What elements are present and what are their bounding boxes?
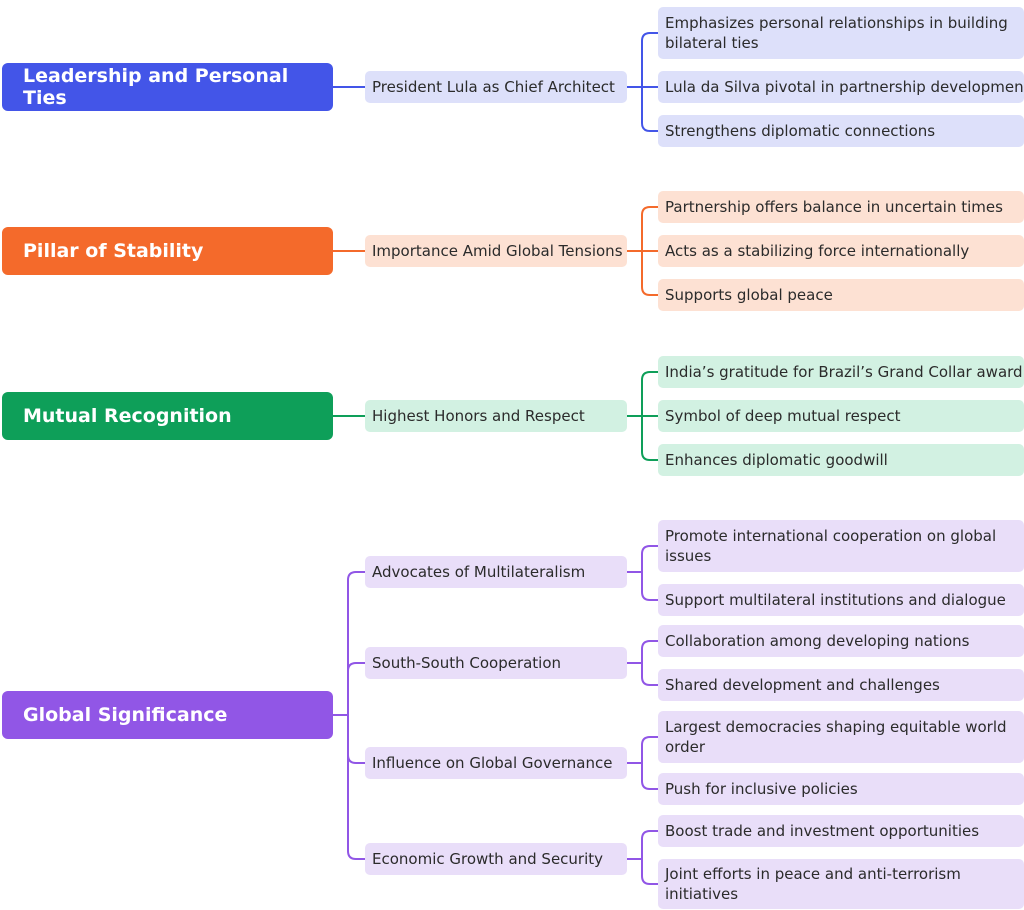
topic-node-global-tensions[interactable]: Importance Amid Global Tensions (365, 235, 627, 267)
leaf-node-multilateral-institutions[interactable]: Support multilateral institutions and di… (658, 584, 1024, 616)
leaf-node-equitable-order[interactable]: Largest democracies shaping equitable wo… (658, 711, 1024, 763)
connector-root-global-link-3 (347, 715, 365, 860)
connector-global-tensions-link-0 (641, 206, 658, 251)
leaf-node-mutual-respect[interactable]: Symbol of deep mutual respect (658, 400, 1024, 432)
connector-economic-link-1 (641, 859, 658, 885)
leaf-node-goodwill[interactable]: Enhances diplomatic goodwill (658, 444, 1024, 476)
leaf-node-global-peace[interactable]: Supports global peace (658, 279, 1024, 311)
leaf-node-grand-collar[interactable]: India’s gratitude for Brazil’s Grand Col… (658, 356, 1024, 388)
topic-node-president-lula[interactable]: President Lula as Chief Architect (365, 71, 627, 103)
topic-node-multilateralism[interactable]: Advocates of Multilateralism (365, 556, 627, 588)
connector-president-lula-link-0 (641, 32, 658, 87)
connector-south-south-link-0 (641, 640, 658, 663)
connector-root-global-link-0 (347, 571, 365, 715)
topic-node-south-south[interactable]: South-South Cooperation (365, 647, 627, 679)
topic-node-global-governance[interactable]: Influence on Global Governance (365, 747, 627, 779)
connector-economic-link-0 (641, 830, 658, 859)
root-node-leadership[interactable]: Leadership and Personal Ties (2, 63, 333, 111)
connector-multilateralism-link-0 (641, 545, 658, 572)
connector-multilateralism-link-1 (641, 572, 658, 601)
connector-president-lula-link-2 (641, 87, 658, 132)
leaf-node-personal-relationships[interactable]: Emphasizes personal relationships in bui… (658, 7, 1024, 59)
leaf-node-trade-investment[interactable]: Boost trade and investment opportunities (658, 815, 1024, 847)
root-node-global-significance[interactable]: Global Significance (2, 691, 333, 739)
connector-south-south-link-1 (641, 663, 658, 686)
leaf-node-shared-development[interactable]: Shared development and challenges (658, 669, 1024, 701)
connector-governance-link-1 (641, 763, 658, 790)
leaf-node-developing-nations[interactable]: Collaboration among developing nations (658, 625, 1024, 657)
leaf-node-lula-pivotal[interactable]: Lula da Silva pivotal in partnership dev… (658, 71, 1024, 103)
connector-root-global-link-1 (347, 662, 365, 715)
leaf-node-international-cooperation[interactable]: Promote international cooperation on glo… (658, 520, 1024, 572)
leaf-node-stabilizing-force[interactable]: Acts as a stabilizing force internationa… (658, 235, 1024, 267)
leaf-node-anti-terrorism[interactable]: Joint efforts in peace and anti-terroris… (658, 859, 1024, 909)
root-node-stability[interactable]: Pillar of Stability (2, 227, 333, 275)
topic-node-economic-growth[interactable]: Economic Growth and Security (365, 843, 627, 875)
connector-honors-link-2 (641, 416, 658, 461)
connector-honors-link-0 (641, 371, 658, 416)
connector-root-global-link-2 (347, 715, 365, 764)
leaf-node-inclusive-policies[interactable]: Push for inclusive policies (658, 773, 1024, 805)
topic-node-honors[interactable]: Highest Honors and Respect (365, 400, 627, 432)
connector-global-tensions-link-2 (641, 251, 658, 296)
leaf-node-diplomatic-connections[interactable]: Strengthens diplomatic connections (658, 115, 1024, 147)
connector-governance-link-0 (641, 736, 658, 763)
root-node-recognition[interactable]: Mutual Recognition (2, 392, 333, 440)
leaf-node-balance[interactable]: Partnership offers balance in uncertain … (658, 191, 1024, 223)
